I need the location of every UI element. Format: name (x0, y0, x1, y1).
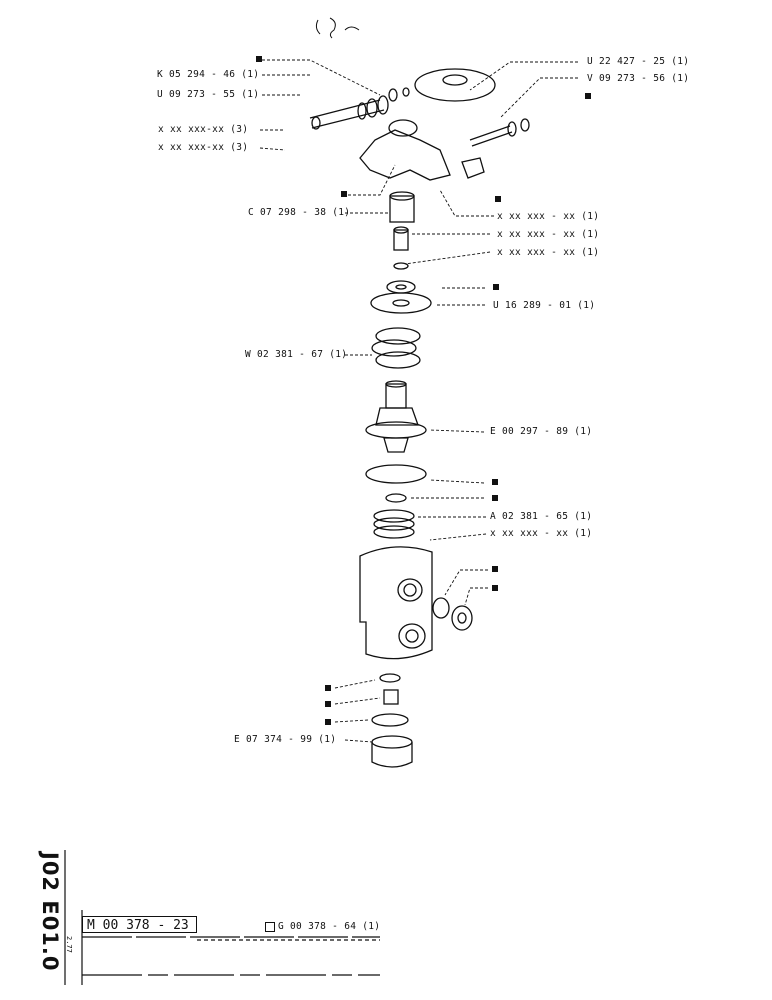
part-label-u16: U 16 289 - 01 (1) (493, 300, 596, 311)
part-label-k05: K 05 294 - 46 (1) (157, 69, 260, 80)
part-marker (492, 566, 498, 572)
main-valve-body (359, 546, 473, 660)
part-marker (492, 479, 498, 485)
part-label-w02: W 02 381 - 67 (1) (245, 349, 348, 360)
part-label-x-3a: x xx xxx-xx (3) (158, 124, 249, 135)
part-label-x-1b: x xx xxx - xx (1) (497, 229, 600, 240)
sheet-date: 2.77 (65, 936, 73, 953)
part-label-x-1a: x xx xxx - xx (1) (497, 211, 600, 222)
part-marker (325, 719, 331, 725)
part-marker (492, 585, 498, 591)
drawing-number: M 00 378 - 23 (82, 916, 197, 933)
part-marker (256, 56, 262, 62)
top-scribble (315, 17, 360, 39)
stacked-internal-parts (365, 191, 432, 539)
part-label-u09-55: U 09 273 - 55 (1) (157, 89, 260, 100)
part-label-e07: E 07 374 - 99 (1) (234, 734, 337, 745)
part-marker (492, 495, 498, 501)
bottom-plug-assembly (371, 673, 413, 768)
sheet-code-vertical: J02 E01.0 (38, 852, 62, 972)
assembly-checkbox (265, 922, 275, 932)
part-marker (493, 284, 499, 290)
part-marker (325, 685, 331, 691)
part-marker (325, 701, 331, 707)
part-marker (585, 93, 591, 99)
part-label-x-1c: x xx xxx - xx (1) (497, 247, 600, 258)
leader-lines (259, 59, 578, 743)
part-label-v09: V 09 273 - 56 (1) (587, 73, 690, 84)
part-label-x-3b: x xx xxx-xx (3) (158, 142, 249, 153)
part-label-a02: A 02 381 - 65 (1) (490, 511, 593, 522)
part-marker (341, 191, 347, 197)
top-valve-assembly (309, 68, 530, 181)
part-marker (495, 196, 501, 202)
part-label-c07: C 07 298 - 38 (1) (248, 207, 351, 218)
assembly-reference: G 00 378 - 64 (1) (278, 921, 381, 932)
part-label-u22: U 22 427 - 25 (1) (587, 56, 690, 67)
part-label-x-1d: x xx xxx - xx (1) (490, 528, 593, 539)
part-label-e00: E 00 297 - 89 (1) (490, 426, 593, 437)
